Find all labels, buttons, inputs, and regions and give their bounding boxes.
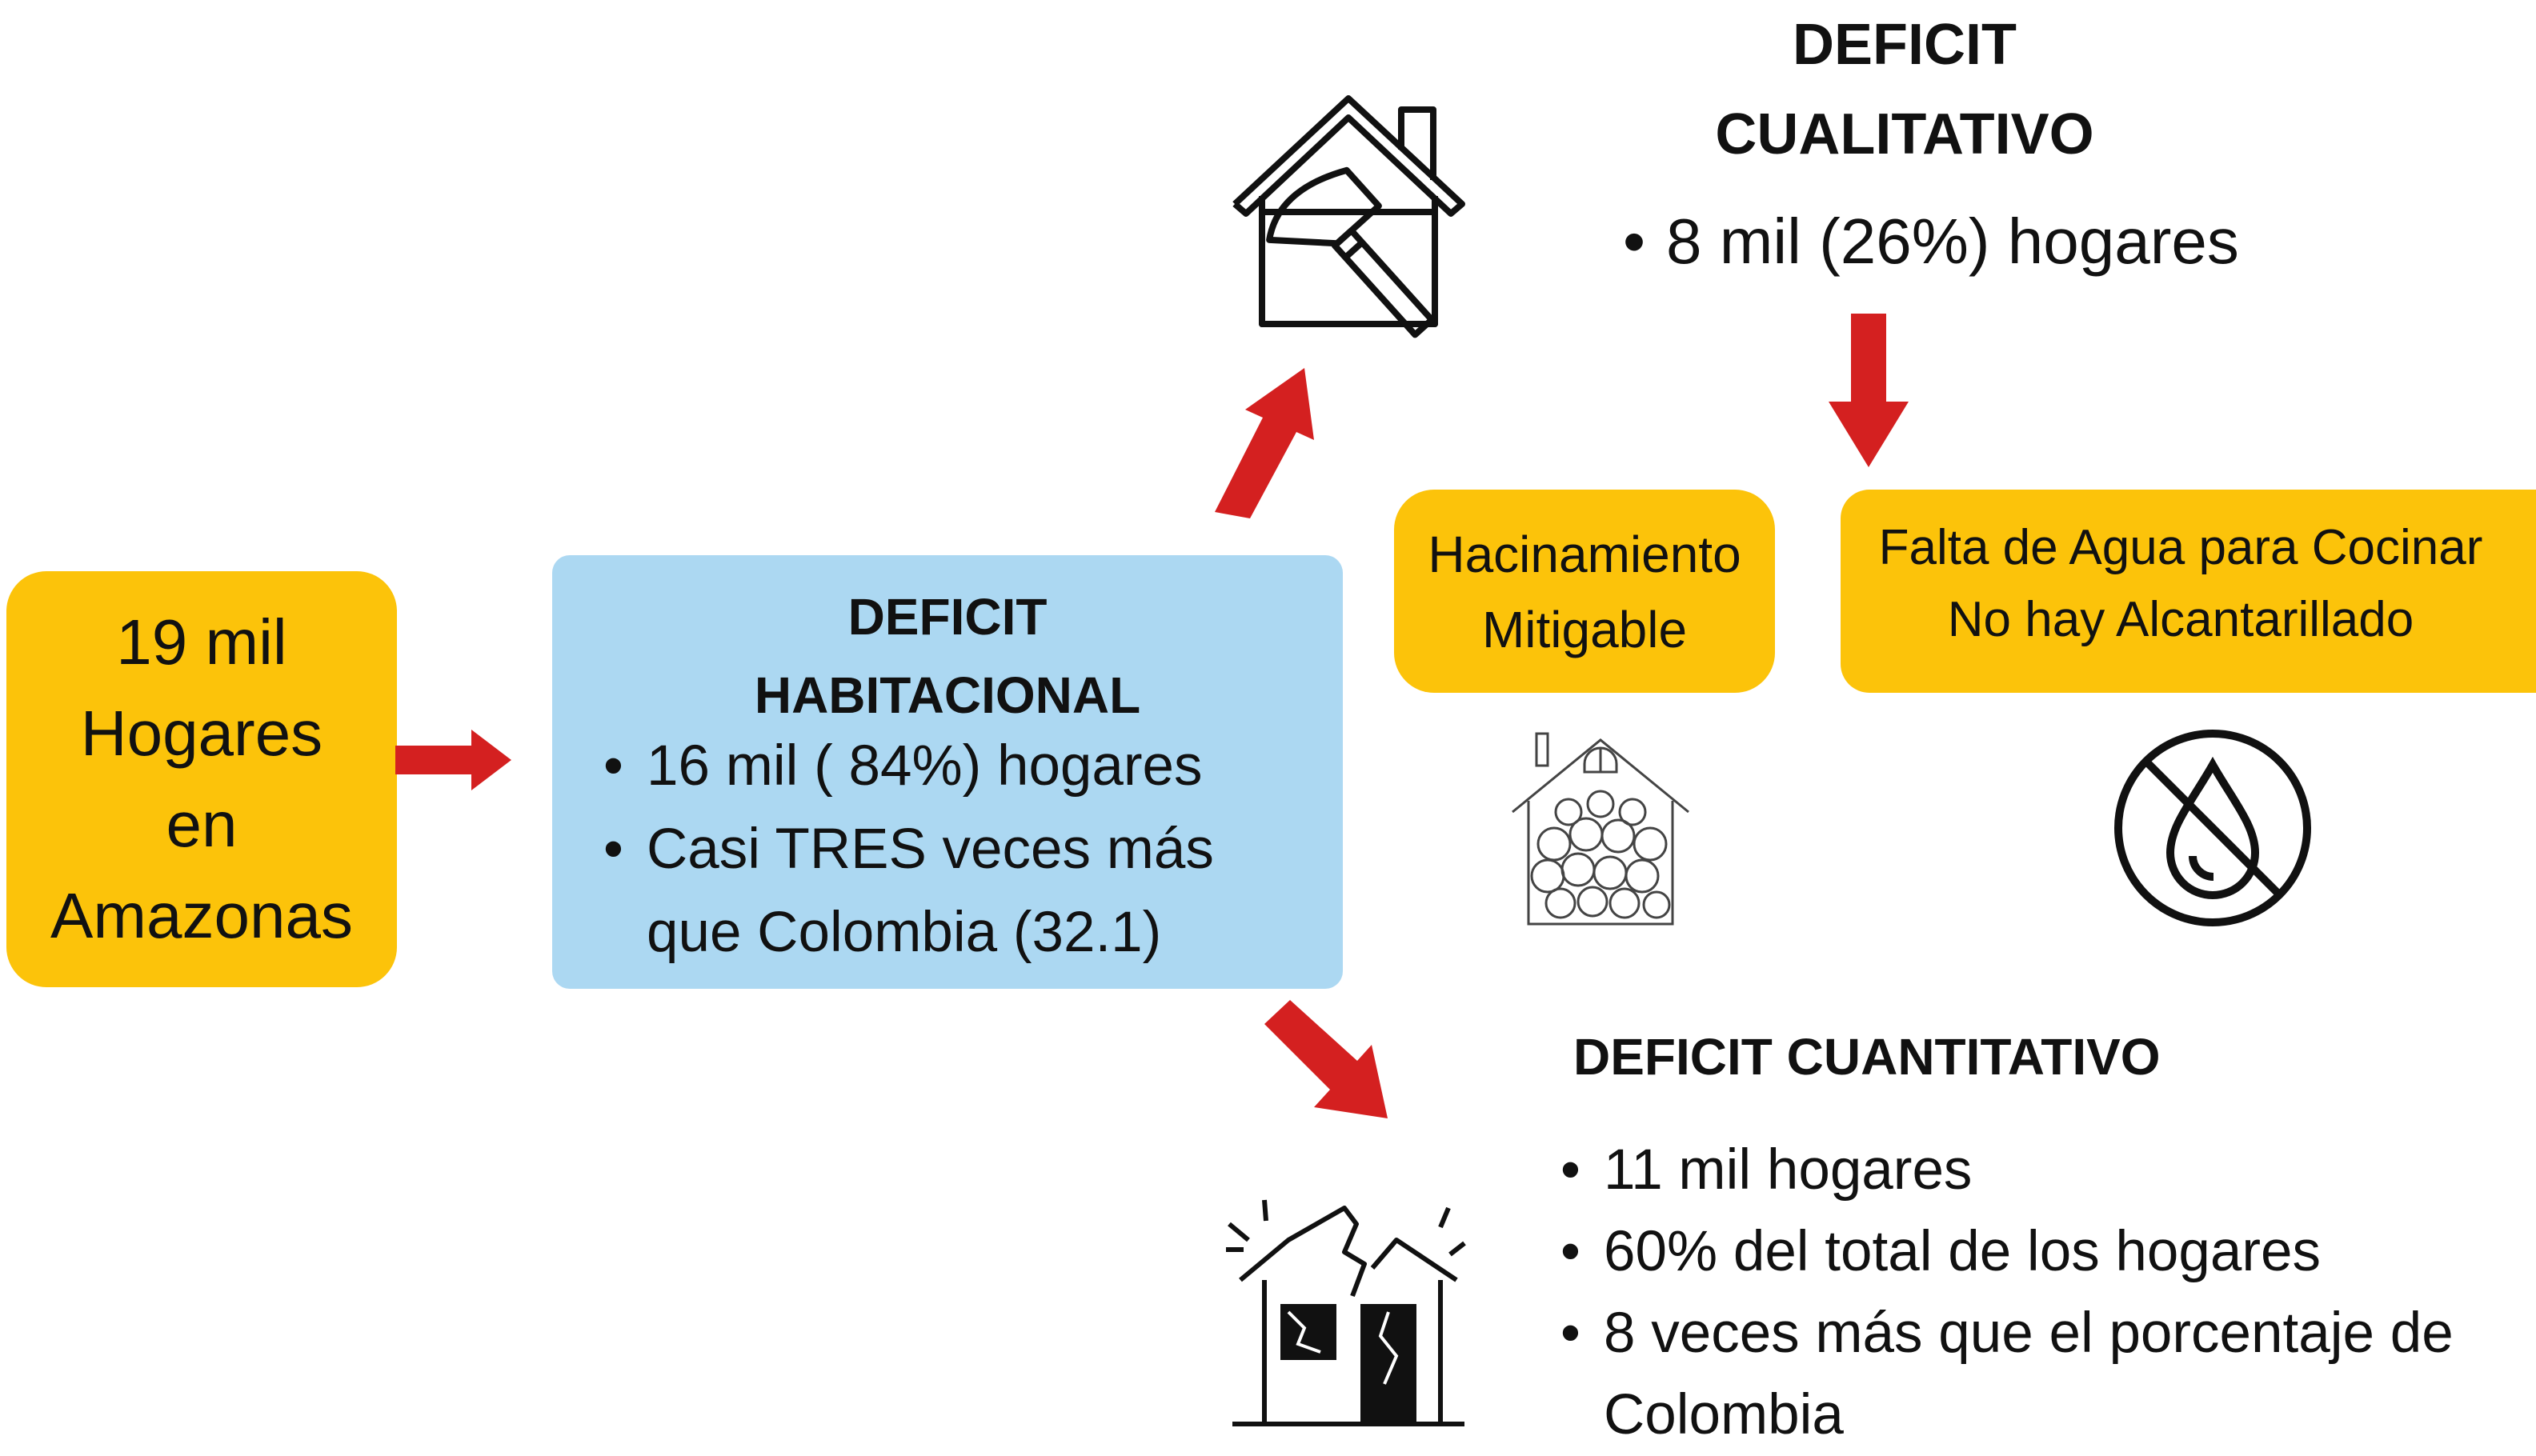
hacinamiento-mitigable-box: Hacinamiento Mitigable xyxy=(1394,490,1775,693)
alcantarillado-label: No hay Alcantarillado xyxy=(1947,592,2414,647)
crowded-house-icon xyxy=(1512,732,1689,926)
agua-alcantarillado-box: Falta de Agua para Cocinar No hay Alcant… xyxy=(1841,490,2536,693)
title-line: CUALITATIVO xyxy=(1715,102,2094,166)
list-item: 60% del total de los hogares xyxy=(1554,1211,2530,1293)
deficit-cualitativo-title: DEFICIT CUALITATIVO xyxy=(1641,0,2169,179)
title-line: DEFICIT xyxy=(1793,13,2017,77)
households-count: 19 mil xyxy=(116,606,287,678)
households-label: Hogares xyxy=(80,698,323,769)
arrow-up-right-icon xyxy=(1215,368,1314,518)
list-item: 8 mil (26%) hogares xyxy=(1617,200,2417,283)
deficit-habitacional-box: DEFICIT HABITACIONAL 16 mil ( 84%) hogar… xyxy=(552,555,1343,989)
households-preposition: en xyxy=(166,789,238,860)
arrow-down-icon xyxy=(1829,314,1909,467)
list-item: que Colombia (32.1) xyxy=(597,891,1333,974)
list-item: Casi TRES veces más xyxy=(597,808,1333,891)
list-item: 11 mil hogares xyxy=(1554,1130,2530,1211)
arrow-right-icon xyxy=(395,730,511,790)
deficit-habitacional-list: 16 mil ( 84%) hogares Casi TRES veces má… xyxy=(597,725,1333,974)
no-water-drop-icon xyxy=(2114,730,2311,926)
households-amazonas-box: 19 mil Hogares en Amazonas xyxy=(6,571,397,987)
broken-house-icon xyxy=(1226,1199,1466,1426)
deficit-habitacional-title: DEFICIT HABITACIONAL xyxy=(552,578,1343,734)
list-item: 16 mil ( 84%) hogares xyxy=(597,725,1333,808)
title-line: DEFICIT xyxy=(847,588,1048,646)
title-line: HABITACIONAL xyxy=(754,666,1141,724)
deficit-cualitativo-list: 8 mil (26%) hogares xyxy=(1617,200,2417,283)
deficit-cuantitativo-title: DEFICIT CUANTITATIVO xyxy=(1573,1028,2161,1086)
mitigable-label: Mitigable xyxy=(1481,601,1688,658)
house-repair-hammer-icon xyxy=(1232,95,1465,338)
deficit-cuantitativo-list: 11 mil hogares 60% del total de los hoga… xyxy=(1554,1130,2530,1456)
list-item-continuation: que Colombia (32.1) xyxy=(647,901,1162,964)
falta-agua-label: Falta de Agua para Cocinar xyxy=(1878,520,2483,575)
arrow-down-right-icon xyxy=(1264,1000,1388,1118)
list-item: 8 veces más que el porcentaje de xyxy=(1554,1293,2530,1374)
list-item: Colombia xyxy=(1604,1383,1844,1446)
households-region: Amazonas xyxy=(50,880,353,951)
hacinamiento-label: Hacinamiento xyxy=(1428,526,1741,583)
